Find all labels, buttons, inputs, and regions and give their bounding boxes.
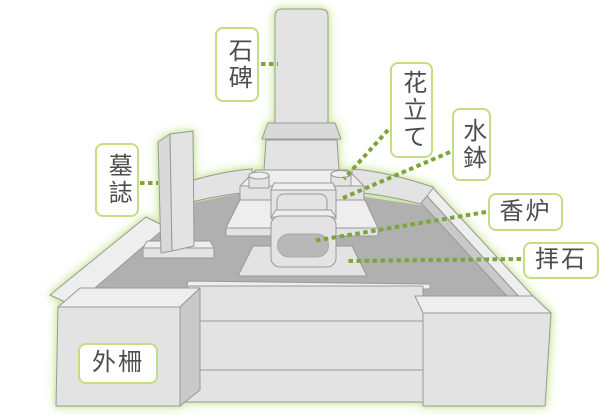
connector-water-basin bbox=[342, 150, 451, 200]
label-worship-stone: 拝石 bbox=[523, 242, 599, 279]
pillar-base-flange bbox=[261, 122, 342, 140]
entrance-step-1 bbox=[185, 285, 424, 322]
label-stone-monument: 石碑 bbox=[215, 27, 259, 102]
label-incense-burner: 香炉 bbox=[488, 193, 563, 231]
outer-fence-right-block-front bbox=[422, 312, 552, 407]
label-flower-stand: 花立て bbox=[390, 62, 433, 158]
label-water-basin: 水鉢 bbox=[452, 108, 491, 181]
upper-pedestal bbox=[263, 139, 340, 171]
connector-lines bbox=[140, 62, 522, 263]
stone-monument-pillar bbox=[274, 8, 329, 124]
grave-epitaph-slab bbox=[169, 130, 195, 252]
monument-structure bbox=[49, 8, 552, 407]
outer-fence-left-block-top bbox=[57, 287, 201, 308]
outer-fence-left-block-side bbox=[179, 287, 201, 407]
outer-fence-right-block-top bbox=[414, 295, 552, 314]
entrance-step-2 bbox=[180, 320, 424, 371]
connector-incense-burner bbox=[312, 210, 487, 243]
water-basin-top bbox=[270, 182, 337, 191]
incense-burner-top bbox=[270, 209, 337, 218]
connector-worship-stone bbox=[345, 257, 522, 263]
flower-stand-left-rim bbox=[248, 171, 270, 180]
entrance-step-3 bbox=[175, 369, 424, 403]
label-outer-fence: 外柵 bbox=[78, 343, 158, 384]
connector-flower-stand bbox=[342, 128, 390, 181]
incense-burner-opening bbox=[277, 233, 329, 258]
label-grave-epitaph: 墓誌 bbox=[95, 143, 139, 217]
